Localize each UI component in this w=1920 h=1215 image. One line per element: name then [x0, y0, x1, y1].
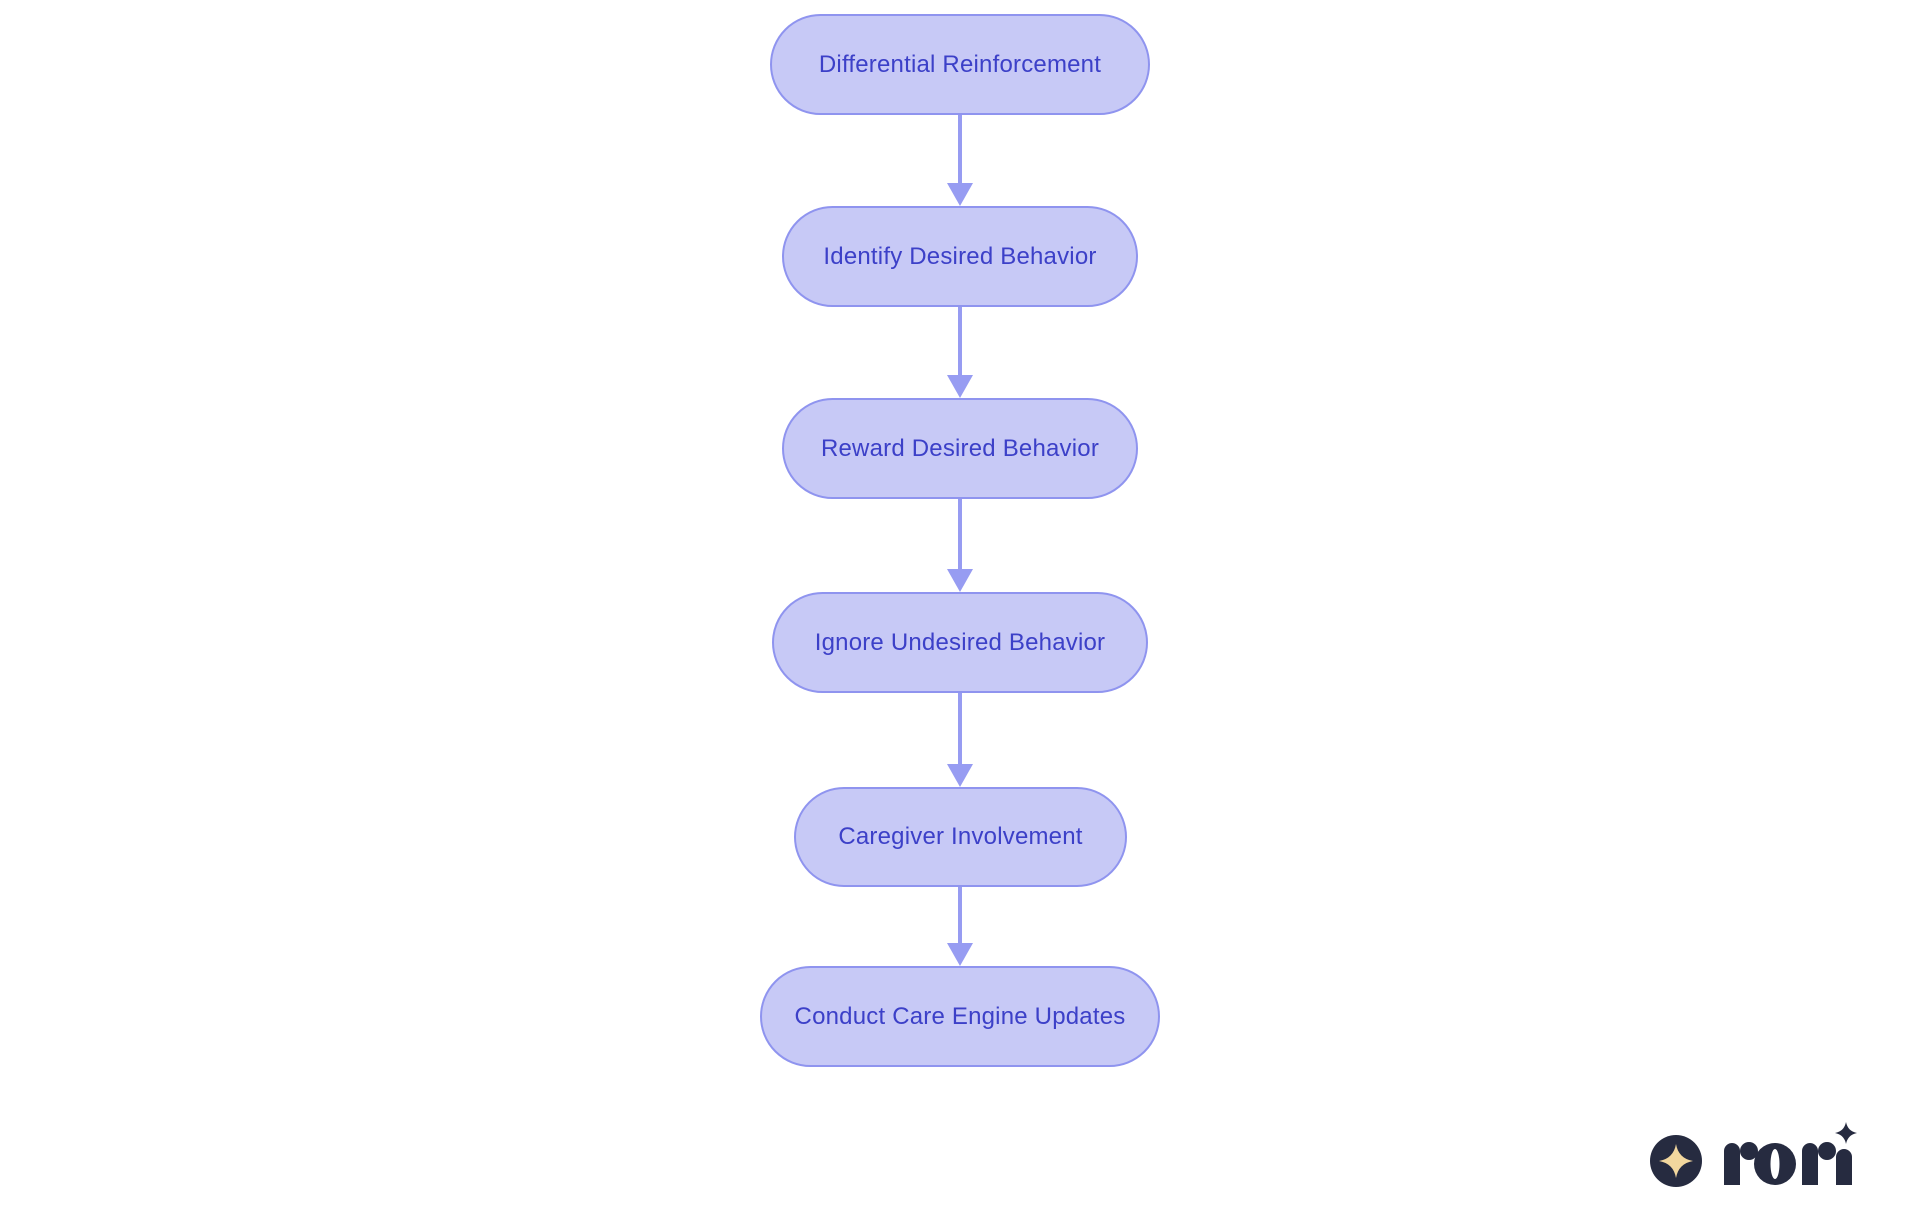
flow-node-differential-reinforcement: Differential Reinforcement	[770, 14, 1150, 115]
sparkle-circle-icon	[1650, 1135, 1702, 1187]
arrowhead-down-icon	[947, 764, 973, 787]
arrow-line	[958, 693, 962, 764]
flow-node-conduct-care-engine-updates: Conduct Care Engine Updates	[760, 966, 1160, 1067]
arrowhead-down-icon	[947, 569, 973, 592]
arrow-line	[958, 887, 962, 943]
flow-node-identify-desired-behavior: Identify Desired Behavior	[782, 206, 1138, 307]
rori-logo-graphic	[1650, 1122, 1857, 1187]
sparkle-icon	[1835, 1122, 1857, 1144]
rori-logo	[1648, 1120, 1860, 1192]
flow-node-label: Reward Desired Behavior	[820, 434, 1100, 462]
arrowhead-down-icon	[947, 375, 973, 398]
arrowhead-down-icon	[947, 943, 973, 966]
arrow-line	[958, 307, 962, 375]
brand-wordmark	[1724, 1122, 1857, 1185]
flow-node-label: Caregiver Involvement	[838, 823, 1083, 850]
flow-node-label: Identify Desired Behavior	[823, 242, 1097, 270]
flow-node-label: Ignore Undesired Behavior	[814, 628, 1106, 656]
flow-node-label: Conduct Care Engine Updates	[794, 1002, 1126, 1030]
flow-node-reward-desired-behavior: Reward Desired Behavior	[782, 398, 1138, 499]
arrow-line	[958, 499, 962, 569]
arrowhead-down-icon	[947, 183, 973, 206]
flow-node-caregiver-involvement: Caregiver Involvement	[794, 787, 1127, 887]
flow-node-ignore-undesired-behavior: Ignore Undesired Behavior	[772, 592, 1148, 693]
arrow-line	[958, 115, 962, 183]
flow-node-label: Differential Reinforcement	[818, 50, 1102, 78]
